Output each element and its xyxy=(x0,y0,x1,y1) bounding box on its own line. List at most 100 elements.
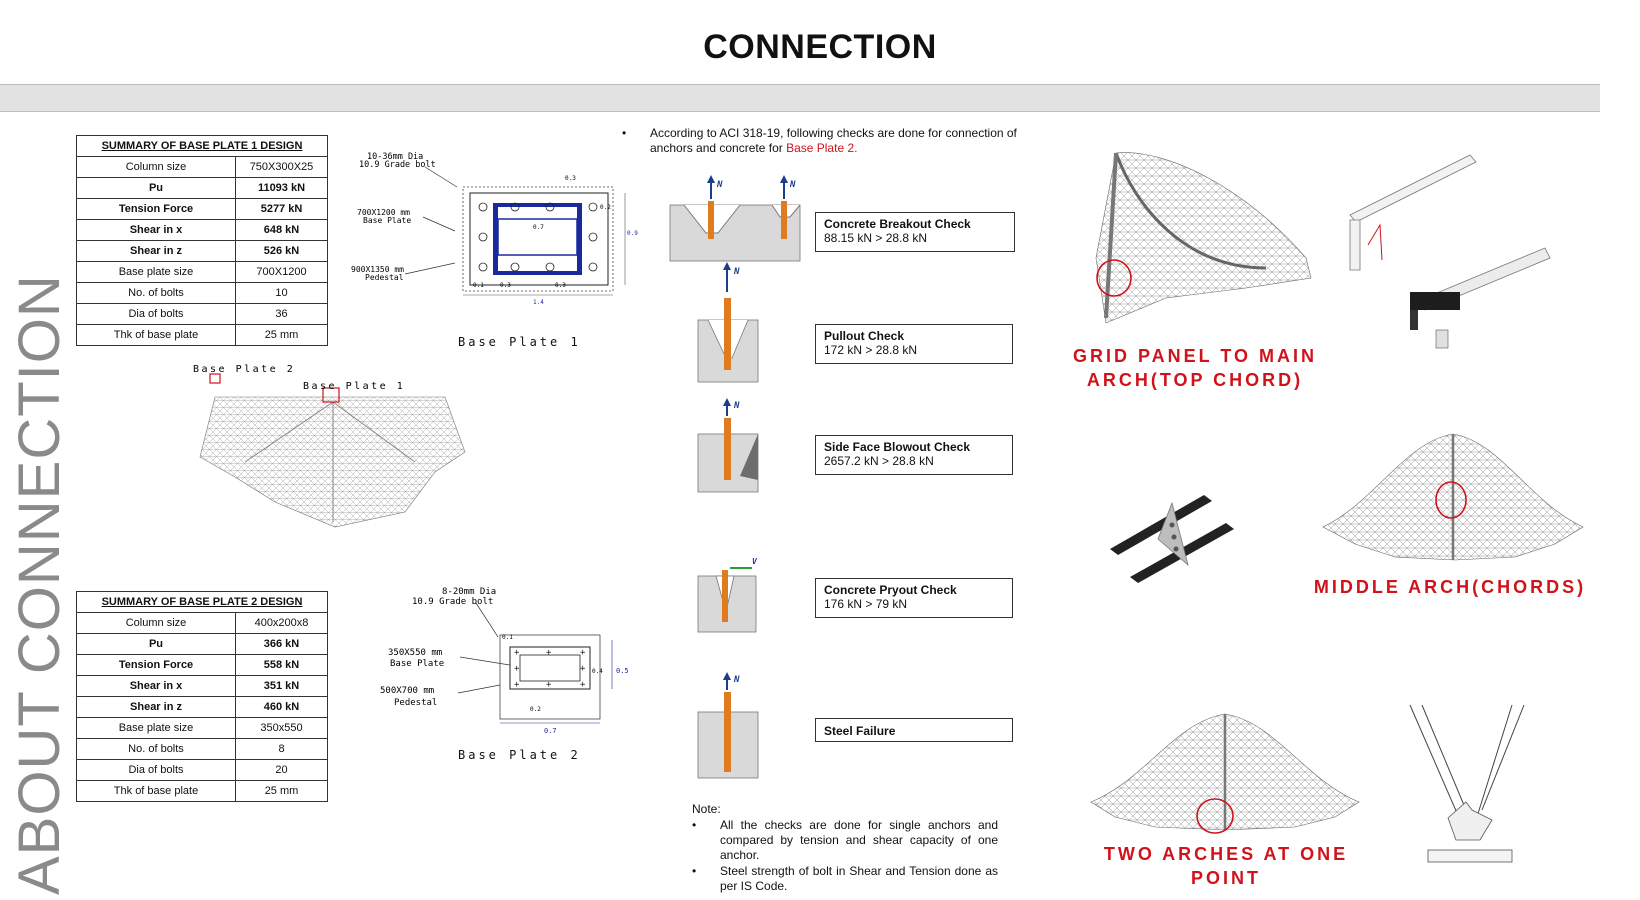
intro-highlight: Base Plate 2. xyxy=(786,141,858,155)
check-value: 88.15 kN > 28.8 kN xyxy=(824,231,928,245)
check-value: 176 kN > 79 kN xyxy=(824,597,908,611)
row-value: 8 xyxy=(235,738,328,760)
row-value: 25 mm xyxy=(235,324,328,346)
intro-bullet: • xyxy=(622,126,627,140)
row-label: Pu xyxy=(76,177,236,199)
svg-text:+: + xyxy=(514,664,520,674)
row-value: 351 kN xyxy=(235,675,328,697)
side-face-blowout-diagram: N xyxy=(697,398,759,493)
svg-text:+: + xyxy=(546,680,552,690)
side-title: ABOUT CONNECTION xyxy=(7,274,72,895)
concrete-breakout-diagram: N N xyxy=(669,175,801,262)
plate-note: Base Plate xyxy=(390,659,444,669)
dimension: 0.2 xyxy=(600,204,611,211)
dimension: 0.5 xyxy=(616,667,629,675)
table-header: SUMMARY OF BASE PLATE 1 DESIGN xyxy=(76,135,328,157)
row-value: 700X1200 xyxy=(235,261,328,283)
base-plate-1-label: Base Plate 1 xyxy=(458,335,581,349)
plate-note: Base Plate xyxy=(363,216,411,225)
dimension: 0.3 xyxy=(555,282,566,289)
concrete-pryout-diagram: V xyxy=(697,557,758,633)
svg-text:+: + xyxy=(580,648,586,658)
row-label: Thk of base plate xyxy=(76,780,236,802)
row-label: Column size xyxy=(76,612,236,634)
row-label: Shear in z xyxy=(76,240,236,262)
row-label: Dia of bolts xyxy=(76,759,236,781)
svg-text:+: + xyxy=(580,680,586,690)
row-label: Tension Force xyxy=(76,198,236,220)
row-label: Thk of base plate xyxy=(76,324,236,346)
row-value: 526 kN xyxy=(235,240,328,262)
row-value: 460 kN xyxy=(235,696,328,718)
check-box-pullout: Pullout Check 172 kN > 28.8 kN xyxy=(815,324,1013,364)
dimension: 0.2 xyxy=(530,706,541,713)
connection-detail-bottom xyxy=(1409,704,1525,863)
bolt-note: 10.9 Grade bolt xyxy=(359,160,436,170)
check-title: Concrete Pryout Check xyxy=(824,583,957,597)
check-value: 2657.2 kN > 28.8 kN xyxy=(824,454,934,468)
row-label: Shear in x xyxy=(76,219,236,241)
row-label: No. of bolts xyxy=(76,738,236,760)
pedestal-note: 900X1350 mm xyxy=(351,265,404,274)
row-value: 36 xyxy=(235,303,328,325)
check-title: Side Face Blowout Check xyxy=(824,440,971,454)
pedestal-note: Pedestal xyxy=(365,273,404,282)
force-label: N xyxy=(733,401,740,411)
pedestal-note: 500X700 mm xyxy=(380,686,434,696)
structure-plan-model: Base Plate 2 Base Plate 1 xyxy=(193,364,466,528)
intro-text: According to ACI 318-19, following check… xyxy=(650,126,1017,155)
check-box-concrete-pryout: Concrete Pryout Check 176 kN > 79 kN xyxy=(815,578,1013,618)
row-value: 20 xyxy=(235,759,328,781)
check-box-concrete-breakout: Concrete Breakout Check 88.15 kN > 28.8 … xyxy=(815,212,1015,252)
base-plate-2-drawing: +++ ++ +++ 8-20mm Dia 10.9 Grade bolt 35… xyxy=(380,587,629,735)
connection-label-two-arches: TWO ARCHES AT ONE POINT xyxy=(1103,844,1349,888)
row-label: Column size xyxy=(76,156,236,178)
check-title: Steel Failure xyxy=(824,724,896,738)
dimension: 0.1 xyxy=(473,282,484,289)
dimension: 0.3 xyxy=(565,175,576,182)
row-label: Shear in z xyxy=(76,696,236,718)
plate-note: 700X1200 mm xyxy=(357,208,410,217)
row-value: 11093 kN xyxy=(235,177,328,199)
page-title: CONNECTION xyxy=(703,28,937,66)
table-header: SUMMARY OF BASE PLATE 2 DESIGN xyxy=(76,591,328,613)
note-heading: Note: xyxy=(692,802,721,816)
connection-detail-middle xyxy=(1110,495,1234,583)
force-label: N xyxy=(733,675,740,685)
base-plate-1-summary-table: SUMMARY OF BASE PLATE 1 DESIGN Column si… xyxy=(76,135,328,346)
row-label: Shear in x xyxy=(76,675,236,697)
header-band xyxy=(0,84,1600,112)
force-label: N xyxy=(716,180,723,190)
row-value: 25 mm xyxy=(235,780,328,802)
row-value: 366 kN xyxy=(235,633,328,655)
row-label: Base plate size xyxy=(76,717,236,739)
dome-model-bottom xyxy=(1090,713,1360,834)
bolt-note: 10.9 Grade bolt xyxy=(412,597,493,607)
dimension: 0.1 xyxy=(502,634,513,641)
base-plate-2-summary-table: SUMMARY OF BASE PLATE 2 DESIGN Column si… xyxy=(76,591,328,802)
base-plate-1-drawing: 10-36mm Dia 10.9 Grade bolt 700X1200 mm … xyxy=(351,152,638,306)
base-plate-2-label: Base Plate 2 xyxy=(458,748,581,762)
row-value: 750X300X25 xyxy=(235,156,328,178)
plate-note: 350X550 mm xyxy=(388,648,442,658)
dimension: 1.4 xyxy=(533,299,544,306)
connection-detail-top xyxy=(1349,154,1551,349)
svg-text:+: + xyxy=(514,680,520,690)
note-bullet: • xyxy=(692,818,697,832)
check-box-steel-failure: Steel Failure xyxy=(815,718,1013,742)
force-label: N xyxy=(789,180,796,190)
steel-failure-diagram: N xyxy=(697,672,759,779)
row-label: Tension Force xyxy=(76,654,236,676)
bolt-note: 10-36mm Dia xyxy=(367,152,423,162)
